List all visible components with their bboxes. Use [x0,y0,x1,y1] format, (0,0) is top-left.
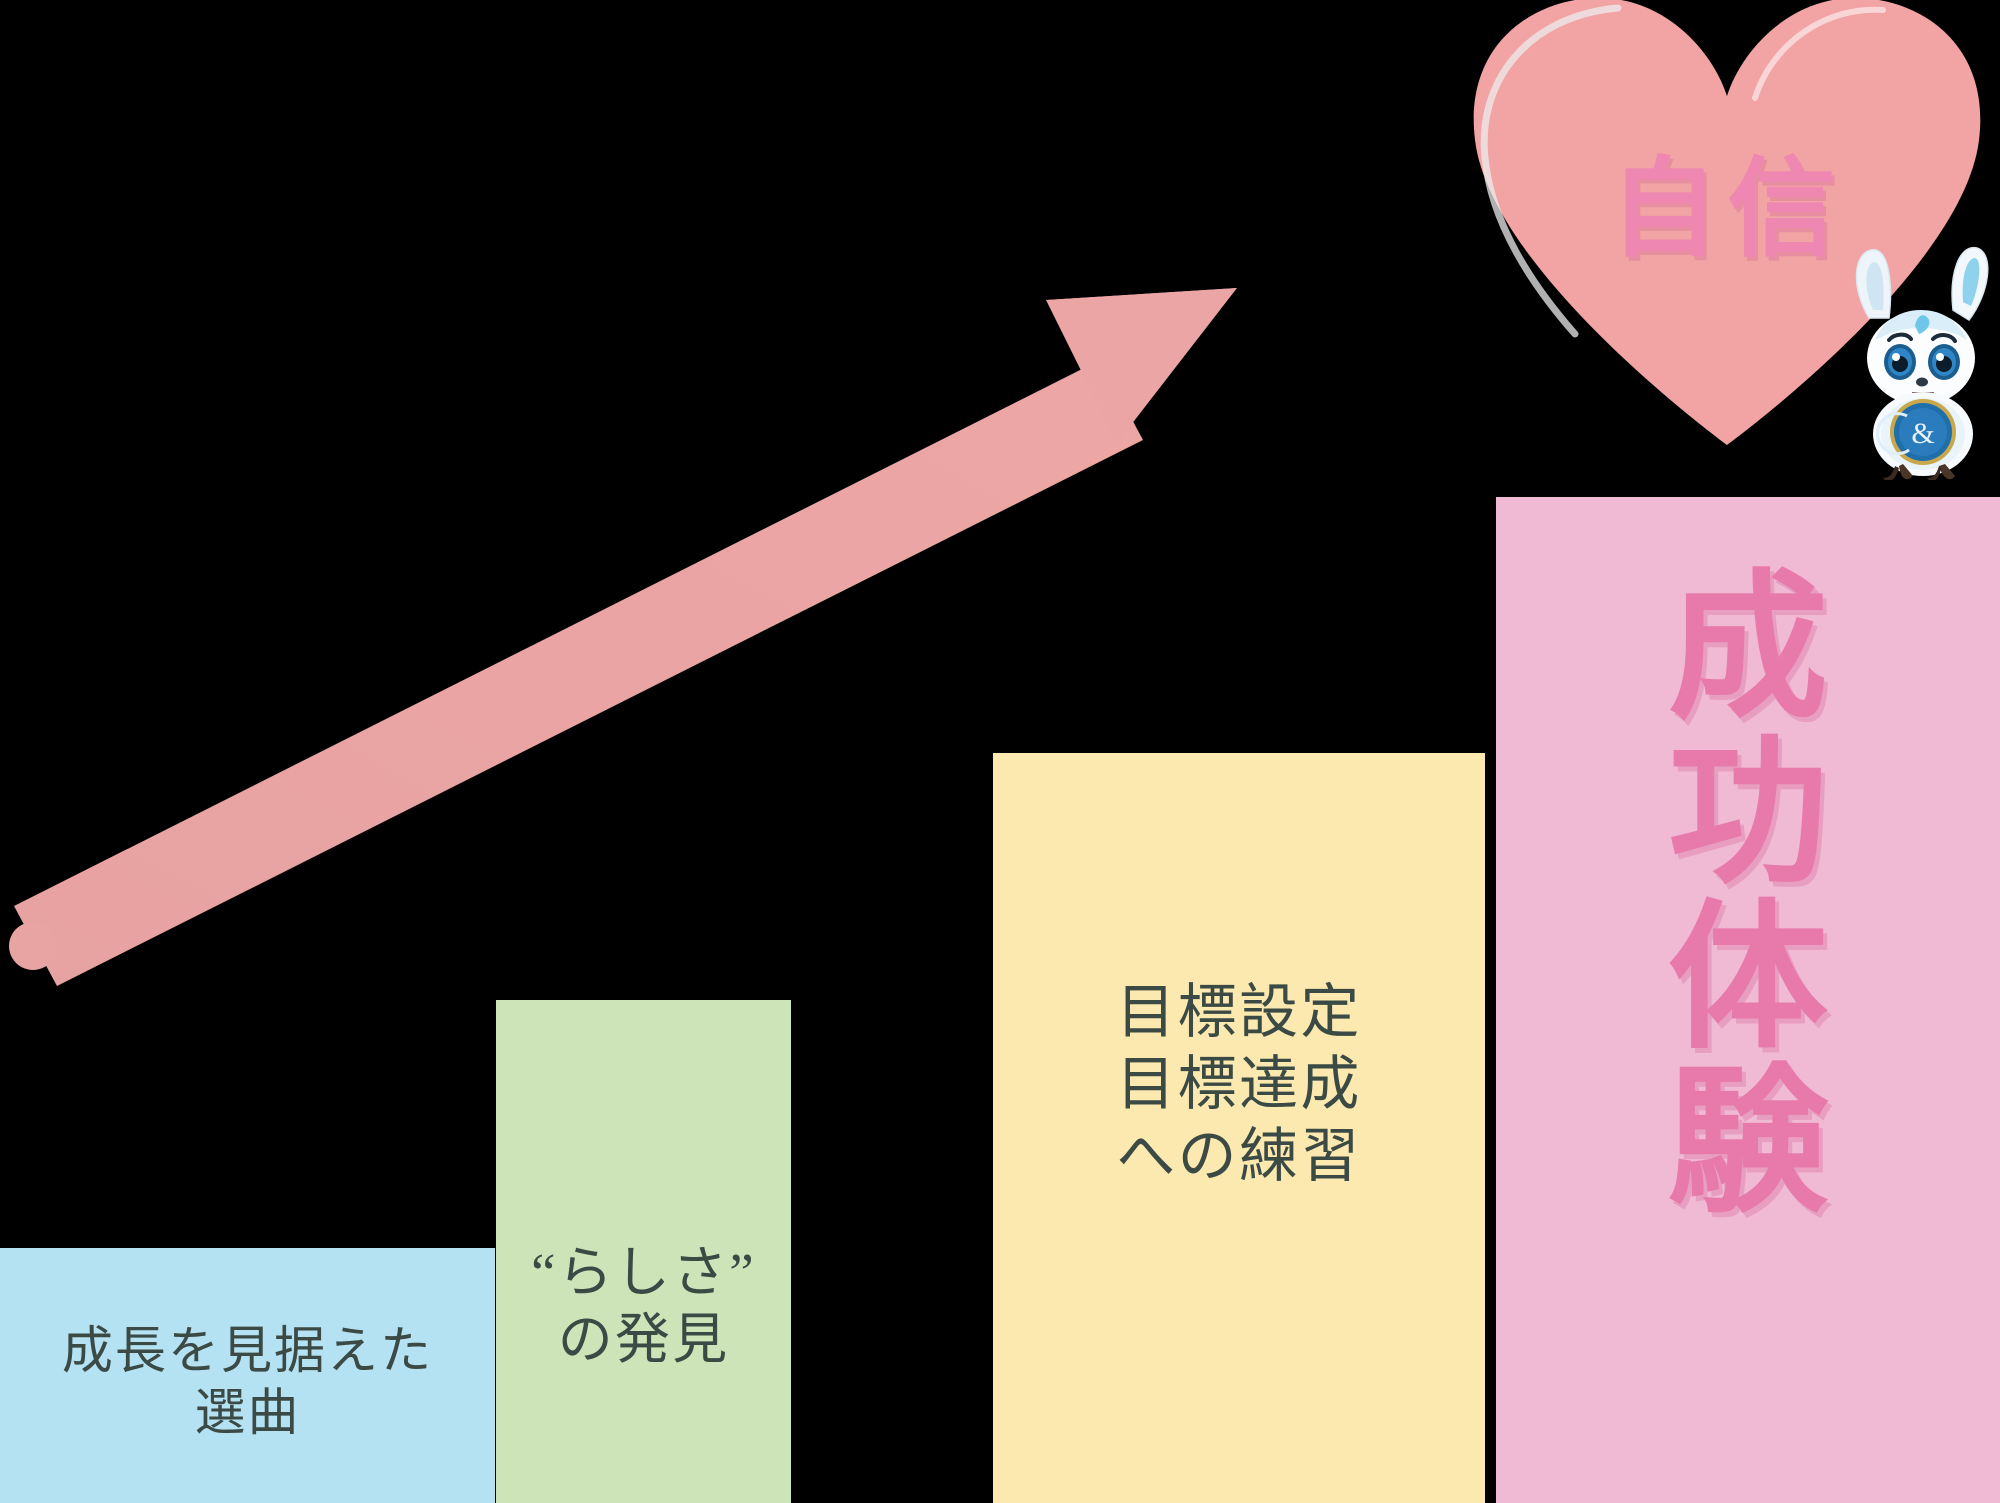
step-bar-success: 成 功 体 験 [1496,497,2000,1503]
step-label-char-4: 験 [1667,1054,1828,1233]
step-bar-discovery: “らしさ” の発見 [496,1000,791,1503]
step-label-char-2: 功 [1667,724,1828,903]
svg-text:&: & [1911,417,1934,450]
heart-shape: 自信 [1455,0,2000,460]
step-label-char-3: 体 [1667,889,1828,1068]
heart-label: 自信 [1609,151,1846,270]
step-label-char-1: 成 [1667,560,1828,738]
step-label-song-selection: 成長を見据えた 選曲 [61,1323,434,1442]
step-label-discovery: “らしさ” の発見 [531,1241,756,1370]
mascot-character: & [1845,240,2000,482]
step-bar-song-selection: 成長を見据えた 選曲 [0,1248,495,1503]
step-label-goal-practice: 目標設定 目標達成 への練習 [1116,979,1362,1190]
step-label-success: 成 功 体 験 [1496,567,2000,1226]
step-bar-goal-practice: 目標設定 目標達成 への練習 [993,753,1485,1503]
